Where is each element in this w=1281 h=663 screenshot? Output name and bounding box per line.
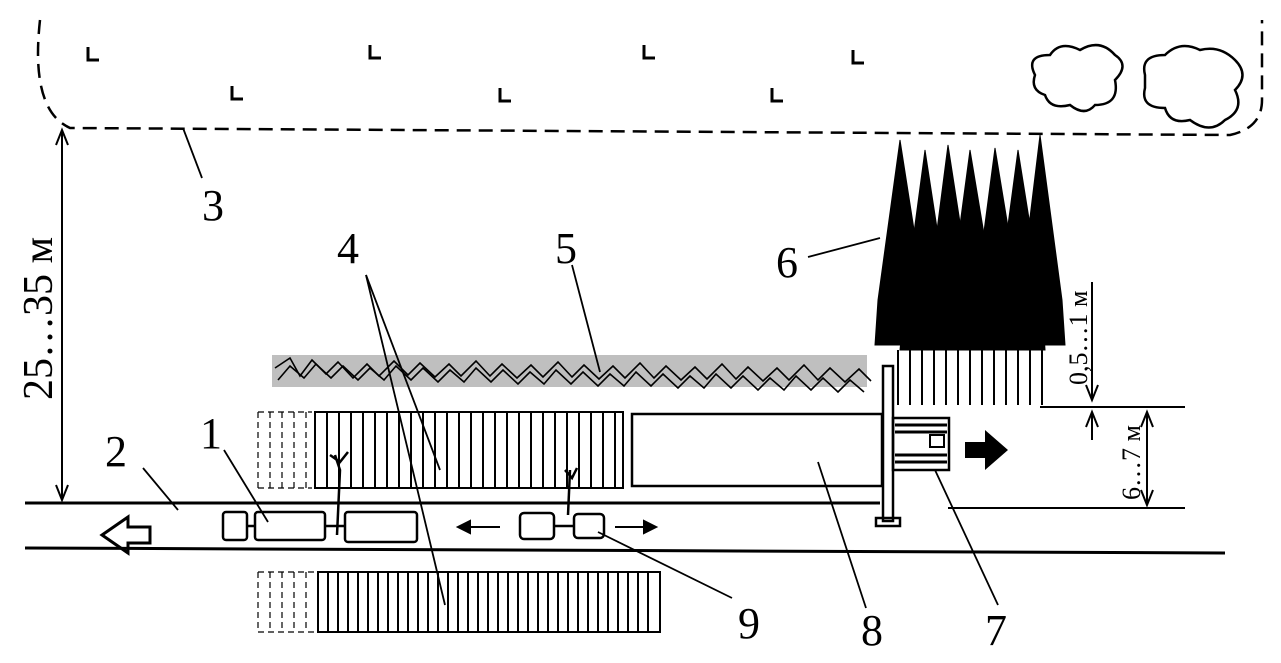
timber-truck bbox=[221, 510, 419, 544]
label-7: 7 bbox=[985, 606, 1007, 655]
slash-strip bbox=[274, 356, 872, 394]
lower-log-pile bbox=[317, 571, 661, 633]
ground-marks bbox=[86, 45, 864, 103]
upper-log-pile bbox=[314, 411, 624, 489]
lower-log-pile-ends bbox=[257, 571, 315, 633]
upper-log-pile-ends bbox=[257, 411, 312, 489]
direction-arrow-right-icon bbox=[965, 430, 1008, 470]
loader-machine bbox=[891, 416, 951, 472]
tree-trunks bbox=[897, 350, 1043, 405]
tractor-movement-arrows bbox=[455, 519, 659, 535]
label-4: 4 bbox=[337, 224, 359, 273]
label-8: 8 bbox=[861, 606, 883, 655]
dimension-lines bbox=[55, 127, 1185, 509]
bush-outlines bbox=[1030, 43, 1244, 129]
truck-crane bbox=[329, 451, 349, 536]
conifer-trees bbox=[874, 134, 1066, 351]
label-9: 9 bbox=[738, 599, 760, 648]
label-6: 6 bbox=[776, 238, 798, 287]
haul-road bbox=[24, 501, 1226, 555]
strip-width-label: 6…7 м bbox=[1117, 425, 1146, 500]
label-5: 5 bbox=[555, 224, 577, 273]
forest-boundary-line bbox=[36, 19, 1264, 137]
forest-distance-label: 25…35 м bbox=[16, 237, 62, 400]
direction-arrow-left-icon bbox=[99, 514, 152, 556]
forwarder-tractor bbox=[518, 467, 606, 541]
label-3: 3 bbox=[202, 181, 224, 230]
label-1: 1 bbox=[200, 409, 222, 458]
label-2: 2 bbox=[105, 427, 127, 476]
slash-strip-fill bbox=[272, 355, 867, 387]
tree-gap-label: 0,5…1 м bbox=[1064, 291, 1093, 385]
leader-lines bbox=[142, 127, 999, 609]
storage-area bbox=[630, 412, 884, 488]
